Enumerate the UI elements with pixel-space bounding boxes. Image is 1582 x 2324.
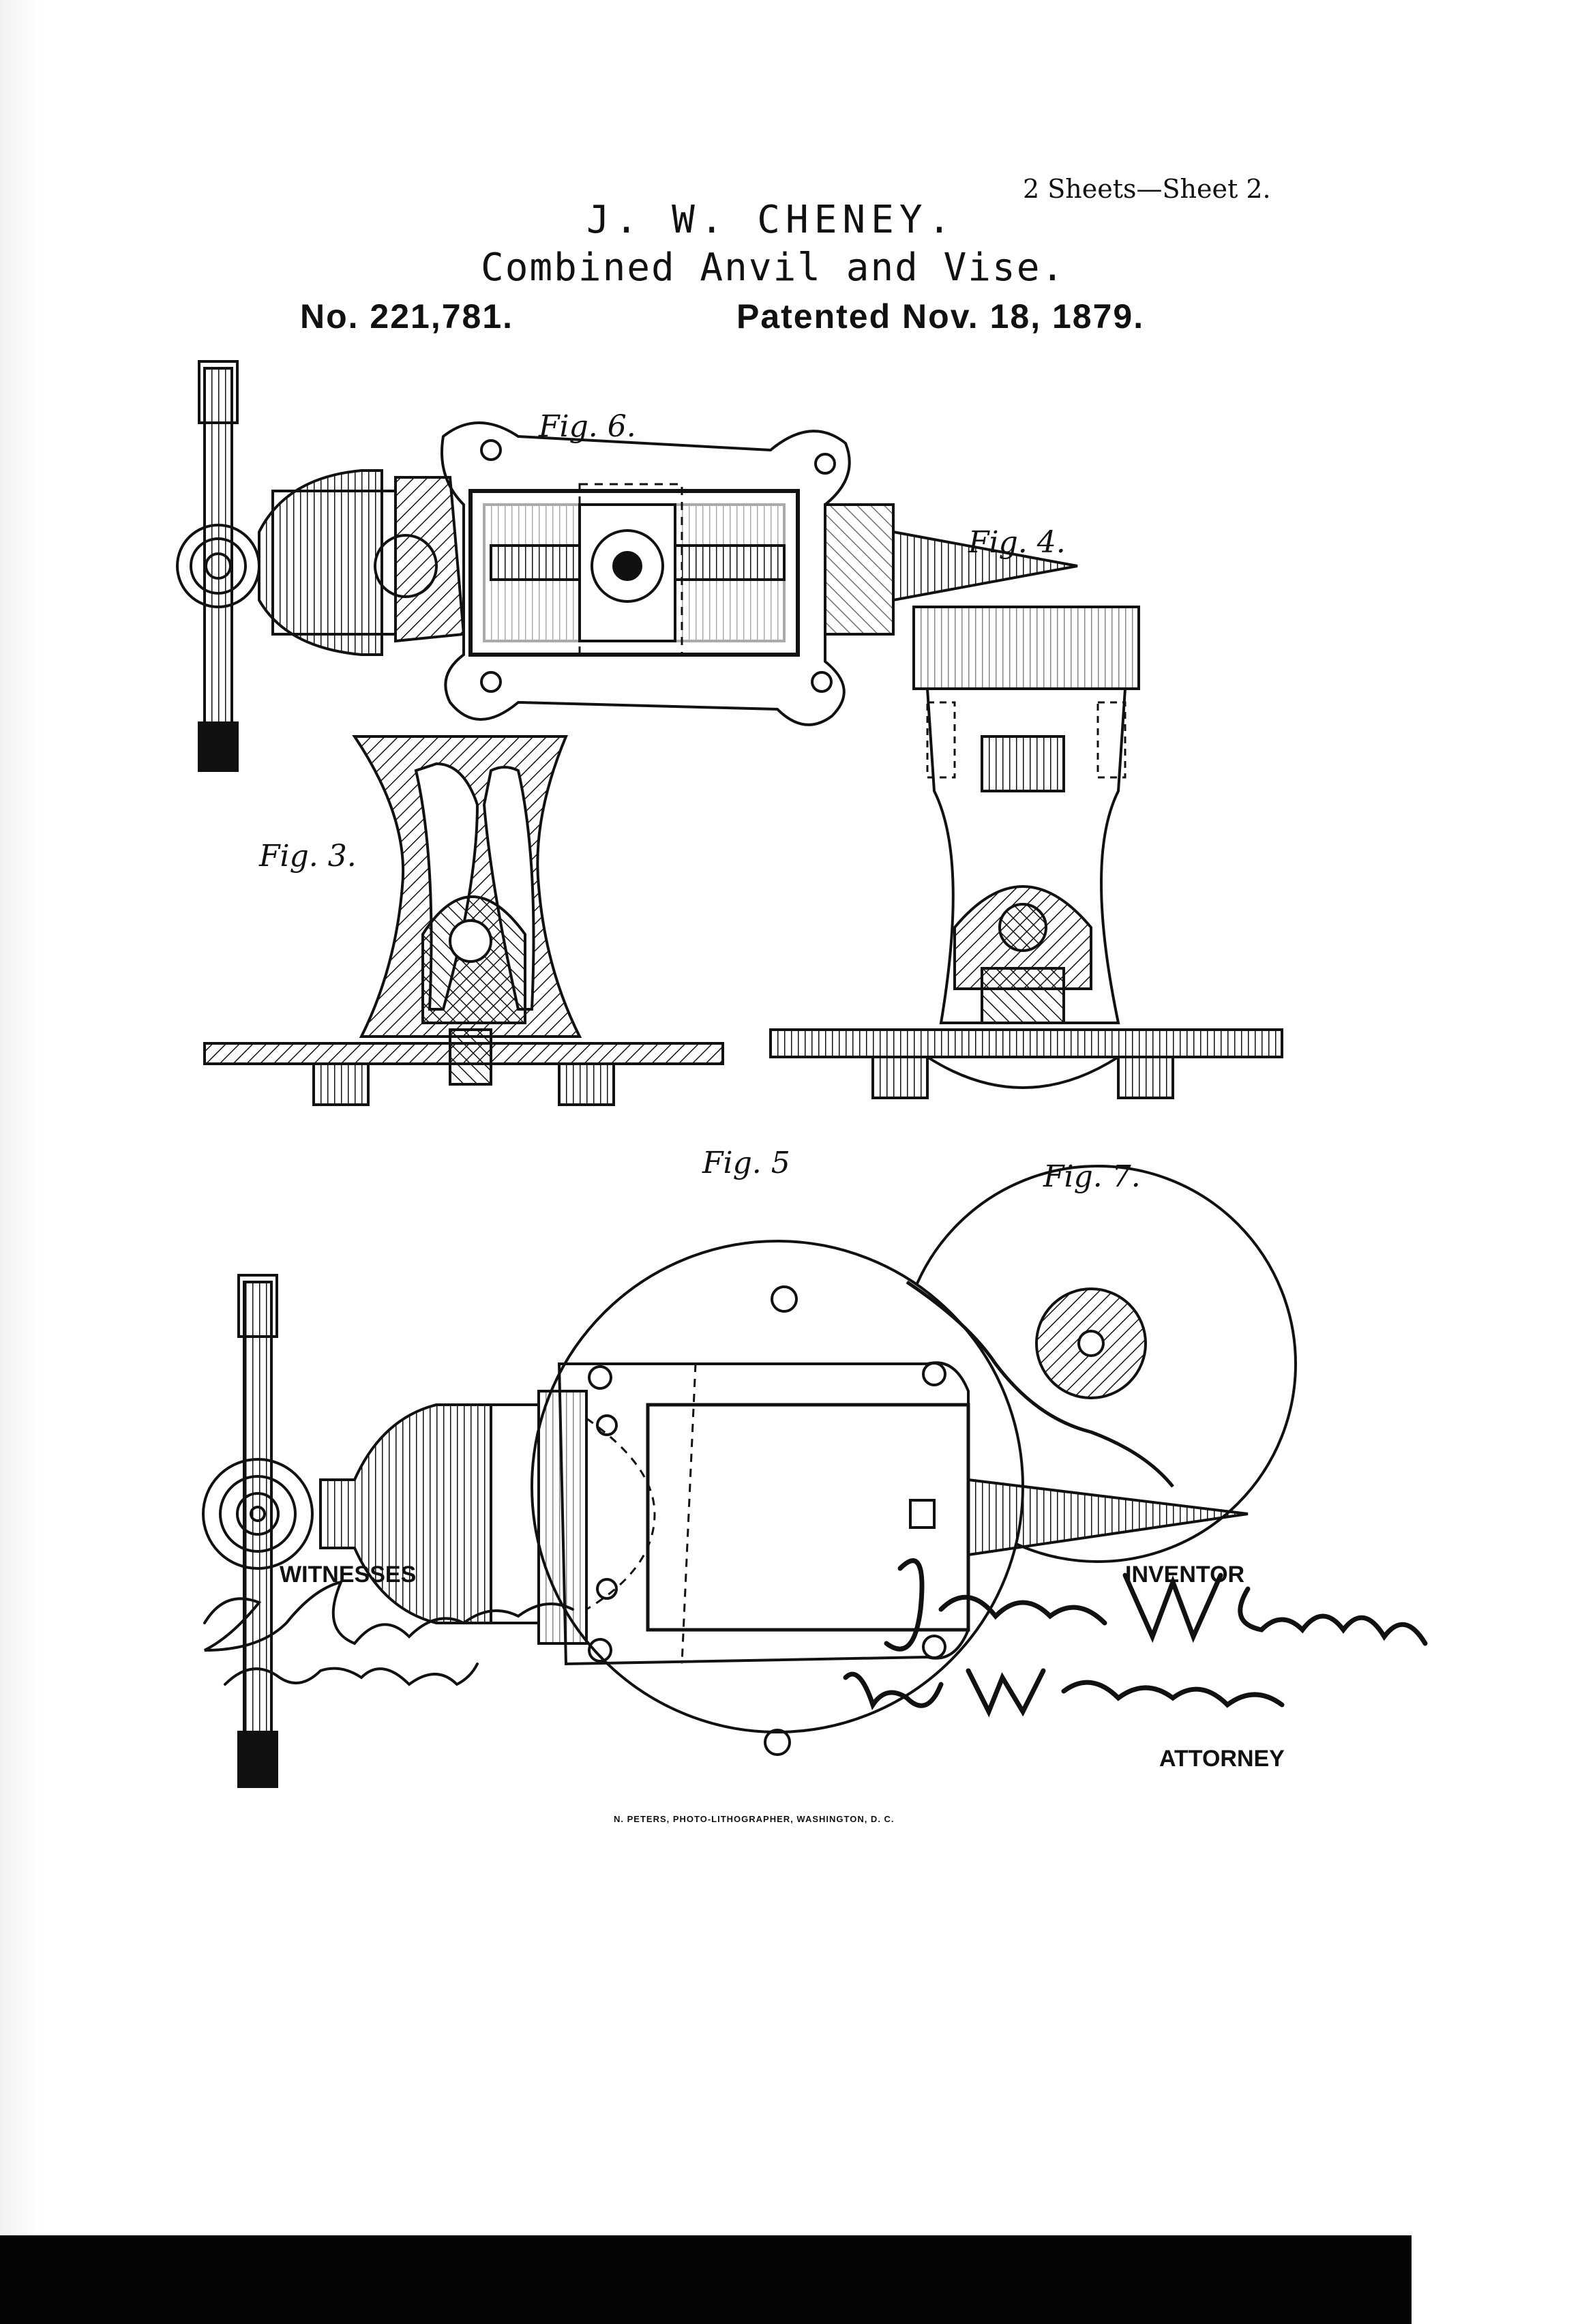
scan-bottom-bar <box>0 2235 1412 2324</box>
witnesses-label: WITNESSES <box>280 1562 417 1588</box>
patent-number: No. 221,781. <box>300 297 514 336</box>
inventor-signature <box>843 1558 1428 1718</box>
inventor-label: INVENTOR <box>1125 1562 1245 1588</box>
printer-credit: N. PETERS, PHOTO-LITHOGRAPHER, WASHINGTO… <box>614 1814 895 1824</box>
fig3-label: Fig. 3. <box>258 839 357 874</box>
fig5-drawing <box>202 1240 1249 1788</box>
fig5-label: Fig. 5 <box>702 1146 790 1180</box>
fig7-label: Fig. 7. <box>1043 1159 1141 1194</box>
fig4-label: Fig. 4. <box>968 525 1066 560</box>
patent-date: Patented Nov. 18, 1879. <box>736 297 1145 336</box>
witness-signatures <box>203 1580 574 1686</box>
fig6-drawing <box>176 360 1078 772</box>
attorney-label: ATTORNEY <box>1159 1746 1285 1772</box>
scan-edge-speckle <box>0 0 41 2324</box>
inventor-name: J. W. CHENEY. <box>586 198 957 242</box>
patent-title: Combined Anvil and Vise. <box>481 245 1066 290</box>
fig4-drawing <box>769 606 1283 1099</box>
fig3-drawing <box>203 735 724 1106</box>
sheet-note: 2 Sheets—Sheet 2. <box>1023 174 1271 204</box>
fig6-label: Fig. 6. <box>538 409 636 444</box>
